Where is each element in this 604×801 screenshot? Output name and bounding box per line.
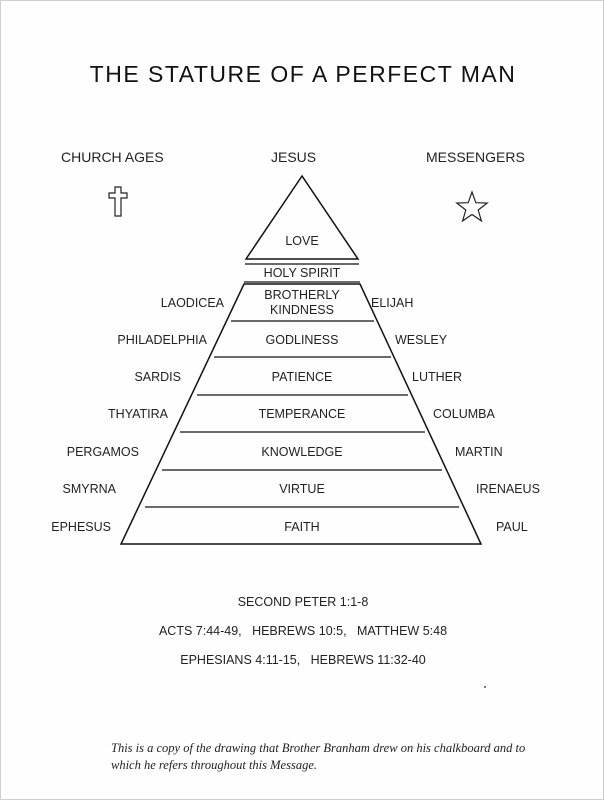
virtue-label: FAITH [284,520,319,534]
star-icon [455,190,489,223]
virtue-label: TEMPERANCE [259,407,346,421]
scripture-reference: ACTS 7:44-49, HEBREWS 10:5, MATTHEW 5:48 [158,624,448,638]
cross-icon [108,186,128,217]
scripture-reference: EPHESIANS 4:11-15, HEBREWS 11:32-40 [180,653,426,667]
church-age-label: THYATIRA [108,407,169,421]
church-age-label: EPHESUS [51,520,111,534]
virtue-label: PATIENCE [272,370,333,384]
messenger-label: COLUMBA [433,407,495,421]
virtue-label: GODLINESS [266,333,339,347]
apex-triangle [244,174,360,260]
virtue-label: BROTHERLY [264,288,340,302]
jesus-header: JESUS [271,149,317,165]
band-label: HOLY SPIRIT [264,266,341,280]
messenger-label: MARTIN [455,445,503,459]
messenger-label: IRENAEUS [476,482,540,496]
page-title: THE STATURE OF A PERFECT MAN [89,61,517,87]
virtue-label: KNOWLEDGE [261,445,342,459]
virtue-label: KINDNESS [270,303,334,317]
messenger-label: PAUL [496,520,528,534]
messenger-label: WESLEY [395,333,448,347]
church-age-label: LAODICEA [161,296,225,310]
virtue-label: VIRTUE [279,482,325,496]
messenger-label: ELIJAH [371,296,413,310]
church-age-label: PERGAMOS [67,445,139,459]
caption-note: This is a copy of the drawing that Broth… [111,741,526,772]
level-dividers [145,320,459,508]
church-ages-header: CHURCH AGES [61,149,164,165]
scripture-reference: SECOND PETER 1:1-8 [237,595,369,609]
apex-label: LOVE [285,234,318,248]
church-age-label: SARDIS [134,370,181,384]
pyramid-outline [119,283,483,545]
church-age-label: SMYRNA [63,482,117,496]
print-speck [484,686,486,688]
messengers-header: MESSENGERS [426,149,525,165]
church-age-label: PHILADELPHIA [117,333,207,347]
messenger-label: LUTHER [412,370,462,384]
